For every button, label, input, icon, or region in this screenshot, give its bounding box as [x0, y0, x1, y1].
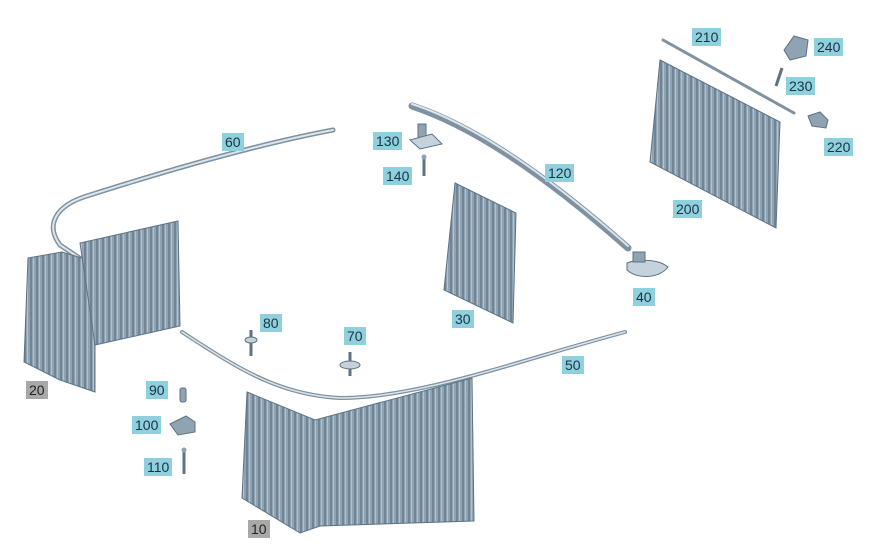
callout-130: 130	[373, 132, 403, 150]
callout-90: 90	[146, 381, 168, 399]
callout-50: 50	[562, 356, 584, 374]
part-70-fastener	[339, 352, 361, 376]
part-110-screw	[181, 447, 187, 474]
curtain-rail-210	[661, 38, 796, 115]
callout-40: 40	[633, 288, 655, 306]
part-230-screw	[774, 67, 784, 87]
callout-80: 80	[260, 314, 282, 332]
part-130-bracket	[408, 123, 443, 150]
curtain-rail-120	[408, 102, 632, 252]
part-140-screw	[421, 154, 427, 176]
callout-210: 210	[692, 28, 722, 46]
callout-240: 240	[814, 38, 844, 56]
callout-100: 100	[132, 416, 162, 434]
callout-200: 200	[673, 200, 703, 218]
part-100-clip	[169, 415, 196, 436]
part-40-end-piece	[626, 251, 669, 277]
part-80-fastener	[244, 330, 258, 356]
curtain-30	[443, 182, 517, 324]
callout-10: 10	[248, 520, 270, 538]
callout-230: 230	[786, 77, 816, 95]
callout-60: 60	[222, 133, 244, 151]
part-220-block	[807, 111, 829, 129]
callout-120: 120	[545, 164, 575, 182]
part-240-holder	[783, 35, 809, 61]
curtain-20	[23, 220, 181, 393]
curtain-200	[649, 59, 781, 229]
callout-220: 220	[824, 138, 854, 156]
callout-110: 110	[144, 458, 173, 476]
callout-70: 70	[344, 327, 366, 345]
callout-140: 140	[383, 167, 413, 185]
callout-20: 20	[26, 381, 48, 399]
part-90-clip	[179, 387, 187, 403]
callout-30: 30	[452, 310, 474, 328]
curtain-10	[241, 377, 475, 534]
